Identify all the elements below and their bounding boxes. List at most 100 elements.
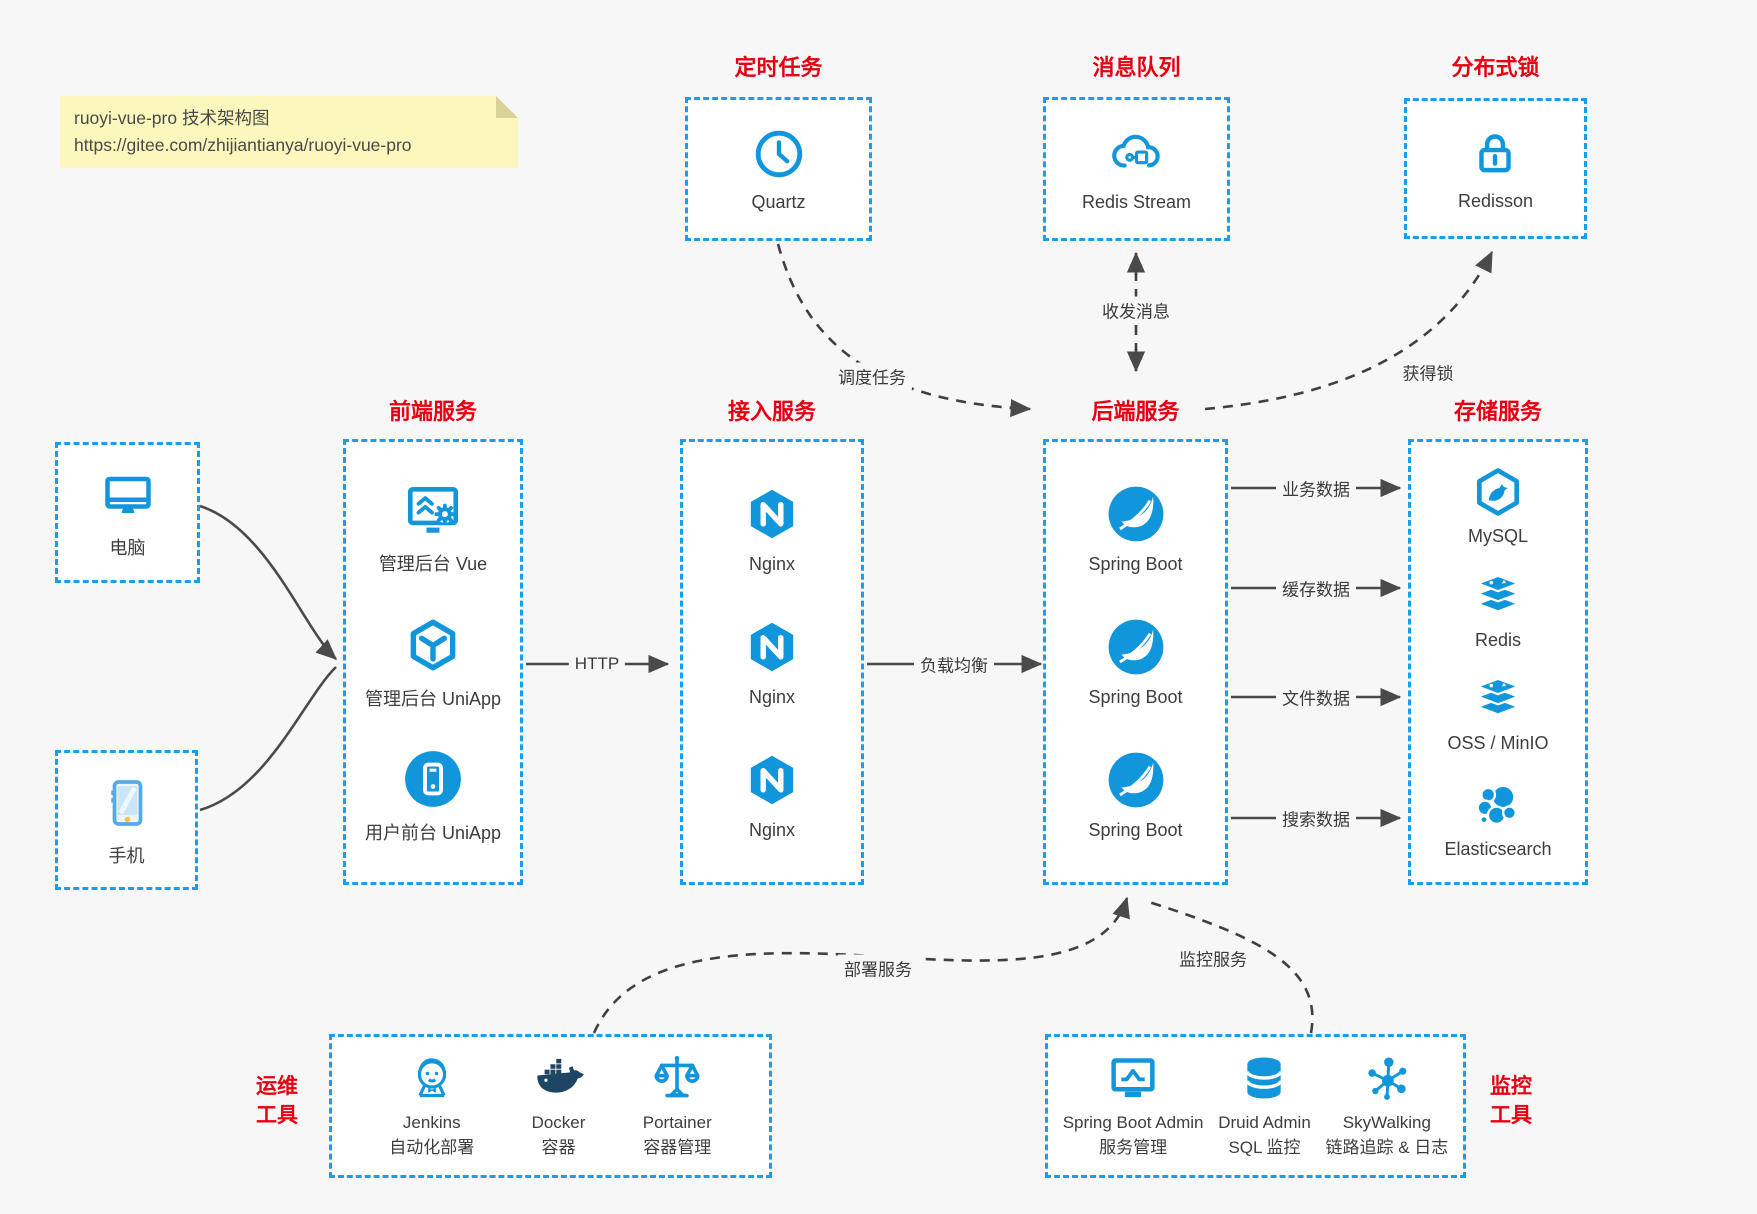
ops-box: Jenkins 自动化部署 Docker 容器: [329, 1034, 772, 1178]
uniapp-user-label: 用户前台 UniApp: [364, 822, 502, 843]
docker-label: Docker 容器: [531, 1113, 586, 1157]
docker-icon: [536, 1059, 584, 1093]
nginx-node-1: Nginx: [741, 483, 803, 575]
elasticsearch-label: Elasticsearch: [1444, 838, 1552, 859]
note-title: ruoyi-vue-pro 技术架构图: [74, 108, 270, 128]
redis-stream-label: Redis Stream: [1081, 192, 1192, 212]
oss-minio-label: OSS / MinIO: [1447, 733, 1549, 754]
mysql-node: MySQL: [1468, 464, 1528, 547]
monitoring-box: Spring Boot Admin 服务管理 Druid Admin SQL 监…: [1045, 1034, 1466, 1178]
edge-label-send-receive: 收发消息: [1096, 296, 1176, 324]
phone-node: 手机: [97, 773, 157, 868]
oss-stack-icon: [1474, 677, 1522, 716]
quartz-node: Quartz: [750, 125, 808, 213]
edge-computer-to-frontend: [199, 504, 337, 660]
uniapp-admin-label: 管理后台 UniApp: [364, 688, 502, 709]
springboot-label-3: Spring Boot: [1088, 820, 1183, 840]
edge-label-http: HTTP: [568, 653, 626, 675]
druid-database-icon: [1246, 1057, 1283, 1099]
admin-vue-icon: [407, 487, 459, 533]
smartphone-icon: [110, 779, 142, 826]
edge-label-schedule-jobs: 调度任务: [832, 362, 912, 390]
edge-label-monitor-services: 监控服务: [1173, 944, 1253, 972]
lock-box: Redisson: [1404, 98, 1587, 239]
uniapp-user-node: 用户前台 UniApp: [365, 748, 501, 845]
elasticsearch-icon: [1476, 784, 1517, 825]
computer-icon: [104, 476, 151, 513]
druid-label: Druid Admin SQL 监控: [1218, 1113, 1311, 1157]
storage-box: MySQL Redis: [1408, 439, 1588, 885]
backend-group-title: 后端服务: [1091, 399, 1180, 424]
nginx-icon: [750, 489, 794, 539]
edge-label-file-data: 文件数据: [1276, 683, 1356, 711]
springboot-node-1: Spring Boot: [1088, 483, 1183, 575]
nginx-node-3: Nginx: [741, 749, 803, 841]
edge-label-load-balance: 负载均衡: [914, 650, 994, 678]
portainer-node: Portainer 容器管理: [643, 1051, 712, 1160]
nginx-label-1: Nginx: [748, 554, 796, 574]
sba-label: Spring Boot Admin 服务管理: [1062, 1113, 1204, 1157]
vue-admin-node: 管理后台 Vue: [379, 479, 487, 576]
spring-boot-icon: [1108, 486, 1163, 542]
redisson-node: Redisson: [1458, 126, 1533, 212]
skywalking-node: SkyWalking 链路追踪 & 日志: [1325, 1051, 1448, 1160]
storage-group-title: 存储服务: [1453, 399, 1542, 424]
redis-node: Redis: [1471, 570, 1525, 651]
ops-group-title: 运维 工具: [256, 1075, 298, 1128]
jenkins-label: Jenkins 自动化部署: [389, 1113, 475, 1157]
portainer-scales-icon: [654, 1056, 700, 1098]
scheduler-box: Quartz: [685, 97, 872, 241]
mq-group-title: 消息队列: [1092, 55, 1181, 80]
edge-phone-to-frontend: [199, 666, 337, 812]
edge-label-deploy-services: 部署服务: [838, 954, 918, 982]
springboot-label-2: Spring Boot: [1088, 687, 1183, 707]
edge-label-acquire-lock: 获得锁: [1396, 358, 1460, 386]
springboot-label-1: Spring Boot: [1088, 554, 1183, 574]
edge-label-search-data: 搜索数据: [1276, 804, 1356, 832]
sticky-note: ruoyi-vue-pro 技术架构图 https://gitee.com/zh…: [60, 96, 518, 168]
nginx-icon: [750, 755, 794, 805]
mq-box: Redis Stream: [1043, 97, 1230, 241]
skywalking-icon: [1368, 1057, 1407, 1101]
nginx-node-2: Nginx: [741, 616, 803, 708]
spring-boot-icon: [1108, 619, 1163, 675]
uniapp-admin-node: 管理后台 UniApp: [365, 614, 501, 711]
druid-node: Druid Admin SQL 监控: [1218, 1051, 1311, 1160]
jenkins-node: Jenkins 自动化部署: [389, 1051, 474, 1160]
lock-group-title: 分布式锁: [1451, 55, 1540, 80]
portainer-label: Portainer 容器管理: [642, 1113, 712, 1157]
user-app-icon: [405, 750, 461, 807]
quartz-label: Quartz: [751, 192, 806, 212]
redis-stream-node: Redis Stream: [1082, 125, 1191, 213]
docker-node: Docker 容器: [532, 1051, 586, 1160]
frontend-box: 管理后台 Vue 管理后台 UniApp 用户前台 UniApp: [343, 439, 523, 885]
spring-boot-icon: [1108, 752, 1163, 808]
nginx-label-3: Nginx: [748, 820, 796, 840]
gateway-group-title: 接入服务: [727, 399, 816, 424]
elasticsearch-node: Elasticsearch: [1444, 777, 1552, 860]
skywalking-label: SkyWalking 链路追踪 & 日志: [1325, 1113, 1449, 1157]
note-url: https://gitee.com/zhijiantianya/ruoyi-vu…: [74, 135, 412, 156]
springboot-node-3: Spring Boot: [1088, 749, 1183, 841]
computer-node: 电脑: [98, 465, 158, 560]
mysql-icon: [1476, 468, 1519, 517]
springboot-node-2: Spring Boot: [1088, 616, 1183, 708]
scheduler-group-title: 定时任务: [734, 55, 823, 80]
edge-label-business-data: 业务数据: [1276, 474, 1356, 502]
edge-label-cache-data: 缓存数据: [1276, 574, 1356, 602]
oss-minio-node: OSS / MinIO: [1447, 673, 1549, 754]
phone-label: 手机: [108, 845, 145, 866]
redisson-label: Redisson: [1457, 190, 1534, 211]
lock-icon: [1479, 133, 1512, 172]
clock-icon: [755, 130, 802, 178]
vue-admin-label: 管理后台 Vue: [378, 554, 488, 575]
backend-box: Spring Boot Spring Boot Spring Boot: [1043, 439, 1228, 885]
uniapp-cube-icon: [410, 619, 456, 670]
nginx-icon: [750, 622, 794, 672]
redis-label: Redis: [1474, 629, 1522, 650]
cloud-stream-icon: [1112, 134, 1161, 168]
redis-stack-icon: [1474, 574, 1522, 613]
jenkins-icon: [417, 1058, 446, 1098]
sba-node: Spring Boot Admin 服务管理: [1063, 1051, 1204, 1160]
